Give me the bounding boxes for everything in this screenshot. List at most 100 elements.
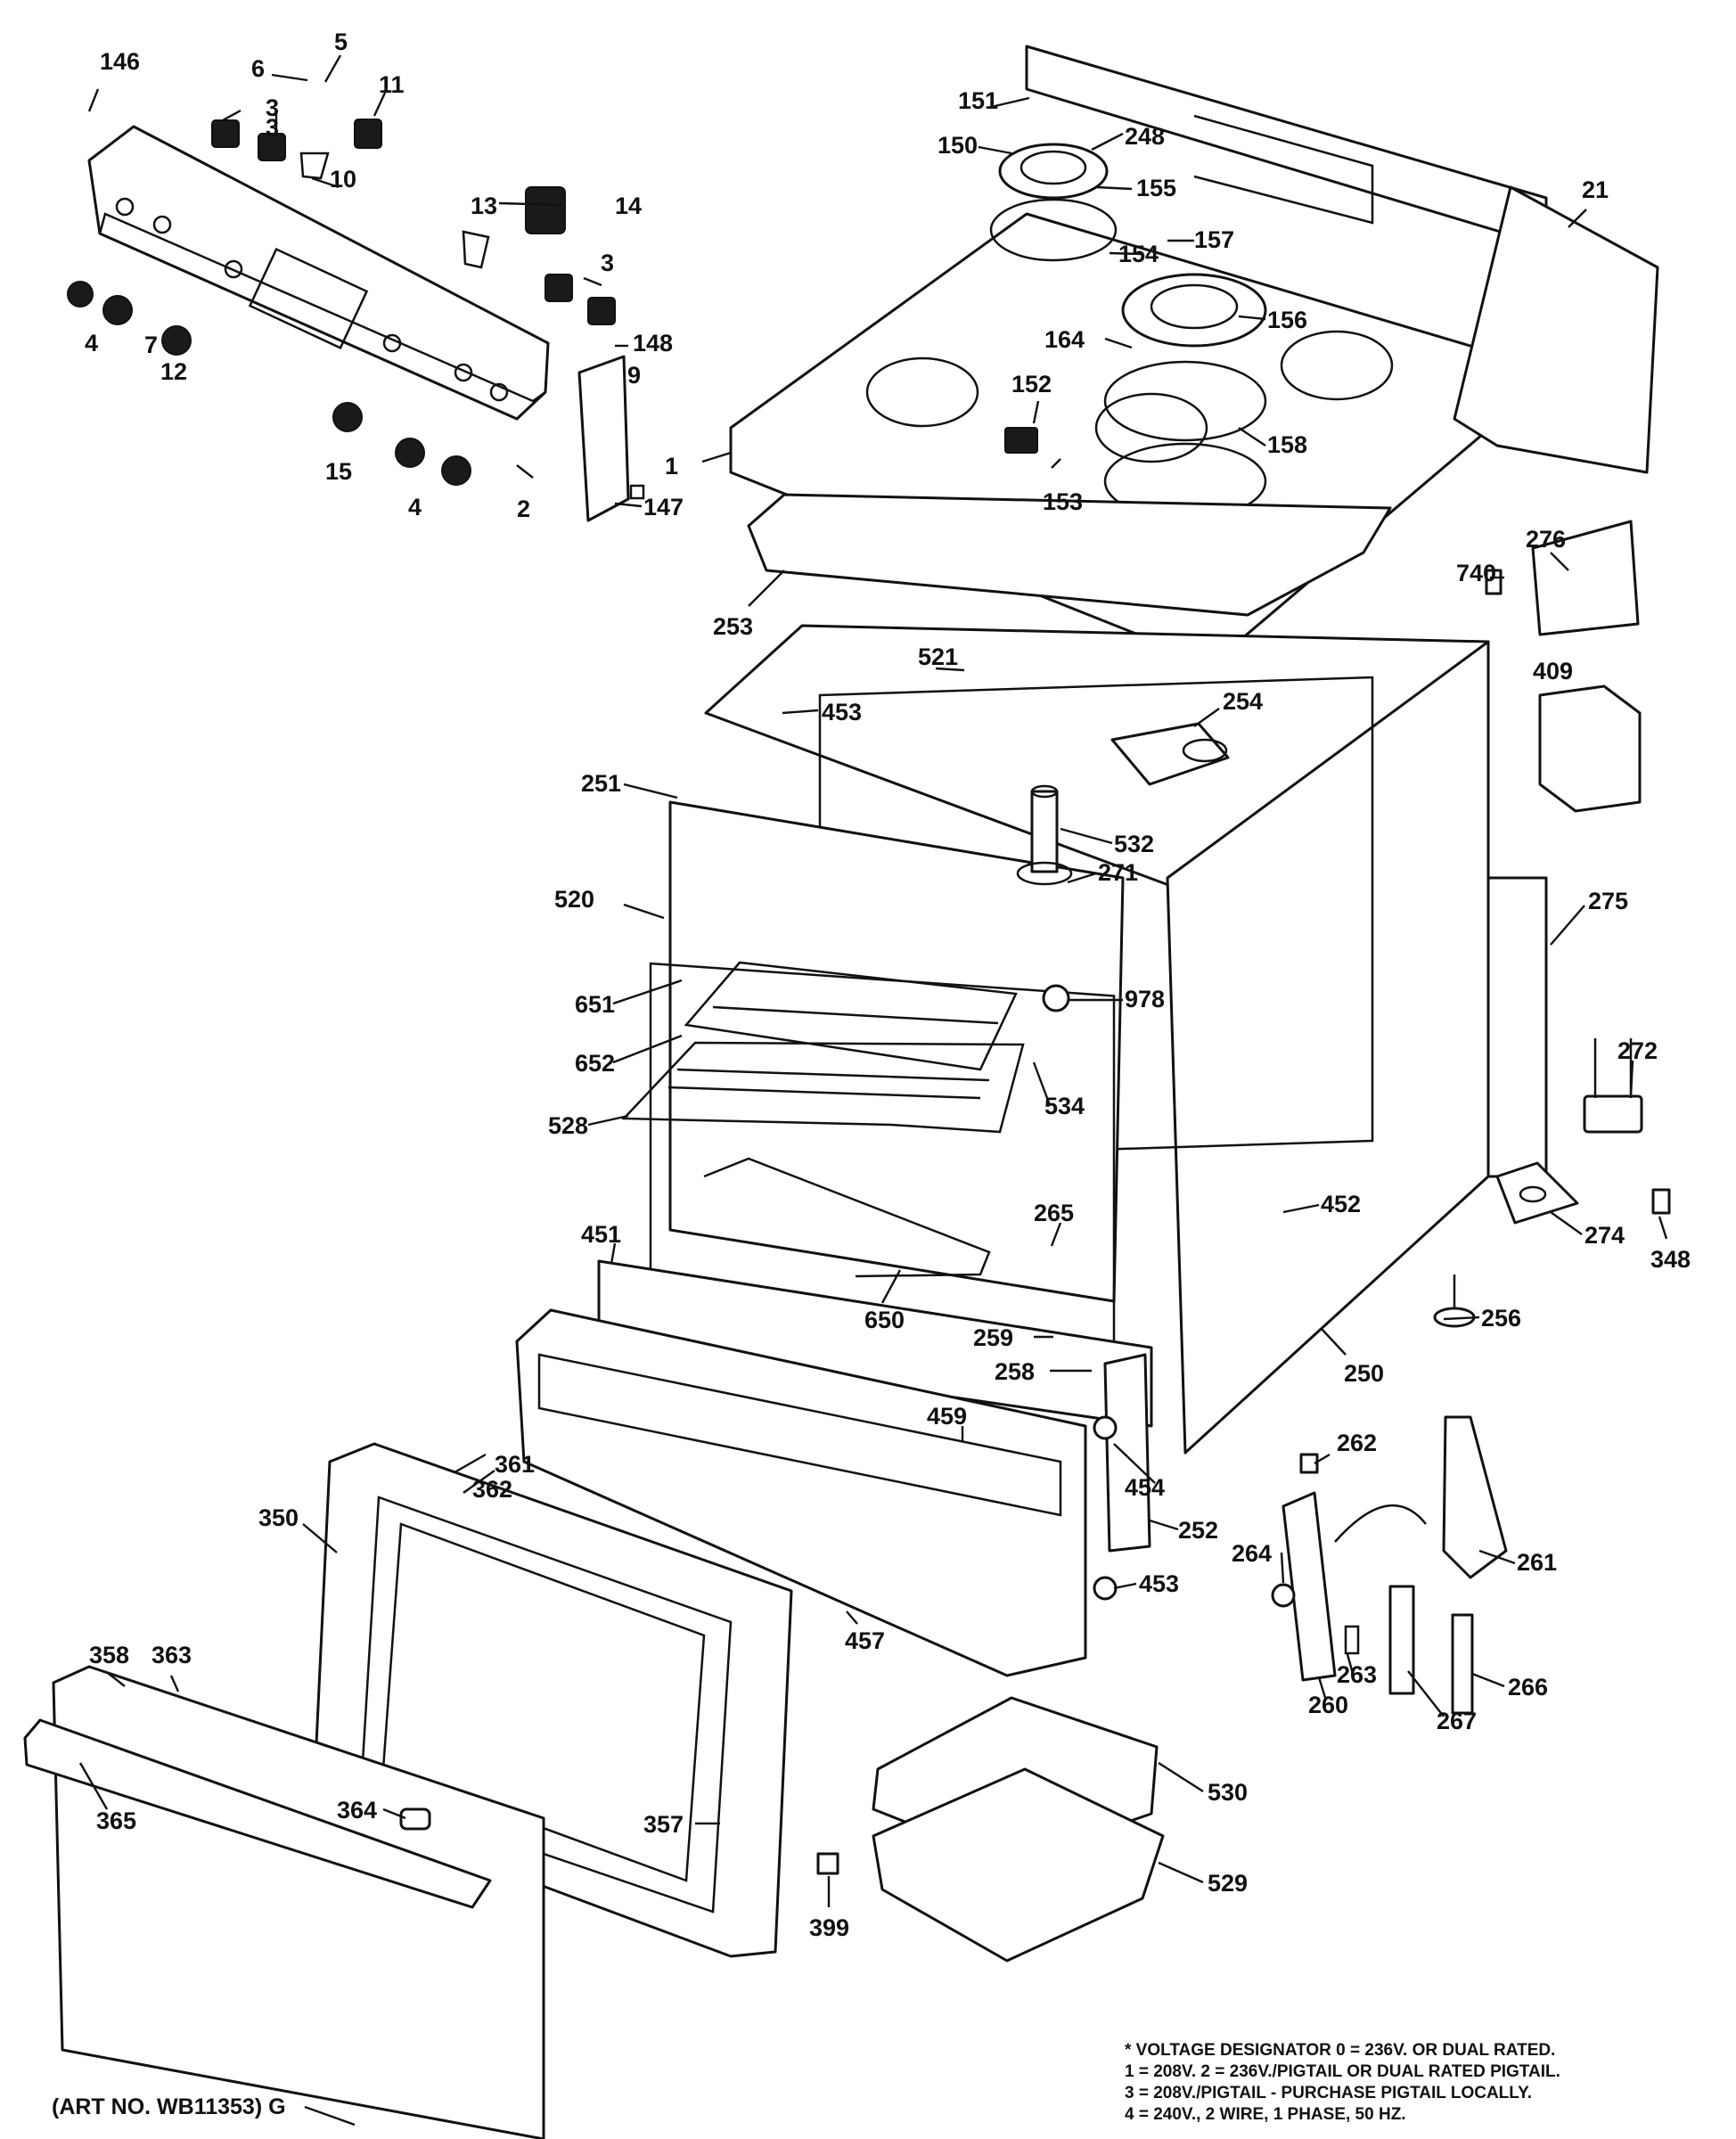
callout-253: 253 — [713, 613, 753, 640]
callout-258: 258 — [995, 1358, 1035, 1385]
callout-164: 164 — [1044, 326, 1085, 353]
callout-264: 264 — [1232, 1540, 1272, 1567]
note-line: 3 = 208V./PIGTAIL - PURCHASE PIGTAIL LOC… — [1125, 2084, 1532, 2102]
door-hinge-assembly — [1271, 1415, 1508, 1715]
callout-365: 365 — [96, 1807, 136, 1834]
note-line: 4 = 240V., 2 WIRE, 1 PHASE, 50 HZ. — [1125, 2105, 1406, 2124]
callout-10: 10 — [330, 166, 356, 193]
callout-4: 4 — [85, 330, 98, 356]
callout-452: 452 — [1321, 1191, 1361, 1217]
side-trim — [1486, 876, 1548, 1178]
callout-154: 154 — [1118, 241, 1159, 267]
terminal-block — [1110, 722, 1230, 786]
callout-357: 357 — [643, 1811, 684, 1838]
callout-1: 1 — [665, 453, 678, 479]
callout-276: 276 — [1526, 526, 1566, 553]
callout-520: 520 — [554, 886, 594, 913]
callout-3: 3 — [266, 114, 279, 141]
callout-529: 529 — [1208, 1870, 1248, 1897]
callout-263: 263 — [1337, 1661, 1377, 1688]
callout-399: 399 — [809, 1914, 849, 1941]
control-knobs — [67, 281, 471, 486]
callout-362: 362 — [472, 1476, 512, 1503]
callout-13: 13 — [471, 193, 497, 219]
callout-272: 272 — [1617, 1037, 1658, 1064]
callout-12: 12 — [160, 358, 187, 385]
callout-148: 148 — [633, 330, 673, 356]
callout-156: 156 — [1267, 307, 1307, 333]
callout-14: 14 — [615, 193, 642, 219]
callout-6: 6 — [251, 55, 265, 82]
callout-250: 250 — [1344, 1360, 1384, 1387]
callout-348: 348 — [1650, 1246, 1691, 1273]
callout-labels: 146 5 6 3 3 11 10 13 14 3 4 7 12 148 9 1… — [85, 29, 1691, 1941]
relay-box — [1538, 684, 1642, 813]
side-bracket — [577, 355, 645, 522]
callout-256: 256 — [1481, 1305, 1521, 1332]
leader-lines — [78, 54, 1668, 1907]
callout-158: 158 — [1267, 431, 1307, 458]
callout-251: 251 — [581, 770, 621, 797]
art-number-label: (ART NO. WB11353) G — [52, 2094, 286, 2119]
callout-454: 454 — [1125, 1474, 1165, 1501]
voltage-designator-note: * VOLTAGE DESIGNATOR 0 = 236V. OR DUAL R… — [1125, 2041, 1560, 2124]
callout-265: 265 — [1034, 1200, 1074, 1226]
callout-271: 271 — [1098, 859, 1138, 886]
callout-453: 453 — [822, 699, 862, 725]
callout-740: 740 — [1456, 560, 1496, 586]
clip-348 — [1651, 1188, 1671, 1215]
callout-261: 261 — [1517, 1549, 1557, 1576]
callout-15: 15 — [325, 458, 352, 485]
note-line: 1 = 208V. 2 = 236V./PIGTAIL OR DUAL RATE… — [1125, 2062, 1560, 2081]
callout-146: 146 — [100, 48, 140, 75]
callout-153: 153 — [1043, 488, 1083, 515]
callout-409: 409 — [1533, 658, 1573, 684]
callout-260: 260 — [1308, 1692, 1348, 1718]
callout-155: 155 — [1136, 175, 1176, 201]
callout-2: 2 — [517, 496, 530, 522]
callout-157: 157 — [1194, 226, 1234, 253]
callout-147: 147 — [643, 494, 684, 520]
callout-361: 361 — [495, 1451, 535, 1478]
callout-652: 652 — [575, 1050, 615, 1077]
rear-cover-panel — [1453, 185, 1659, 636]
storage-side-rail — [1093, 1353, 1151, 1601]
callout-259: 259 — [973, 1324, 1013, 1351]
callout-151: 151 — [958, 87, 998, 114]
art-number: (ART NO. WB11353) G — [52, 2094, 356, 2127]
callout-9: 9 — [627, 362, 641, 389]
infinite-switches — [211, 119, 616, 325]
callout-5: 5 — [334, 29, 348, 55]
callout-650: 650 — [864, 1307, 905, 1333]
callout-7: 7 — [144, 332, 158, 358]
callout-459: 459 — [927, 1403, 967, 1430]
callout-3: 3 — [266, 94, 279, 121]
callout-521: 521 — [918, 643, 958, 670]
callout-150: 150 — [938, 132, 978, 159]
callout-528: 528 — [548, 1112, 588, 1139]
callout-532: 532 — [1114, 831, 1154, 857]
callout-275: 275 — [1588, 888, 1628, 914]
callout-254: 254 — [1223, 688, 1263, 715]
callout-262: 262 — [1337, 1430, 1377, 1456]
drawer-panel — [515, 1308, 1087, 1677]
callout-358: 358 — [89, 1642, 129, 1668]
note-line: * VOLTAGE DESIGNATOR 0 = 236V. OR DUAL R… — [1125, 2041, 1555, 2060]
bracket-399 — [816, 1852, 839, 1875]
callout-274: 274 — [1585, 1222, 1625, 1249]
callout-266: 266 — [1508, 1674, 1548, 1701]
broiler-pan — [872, 1696, 1165, 1963]
callout-978: 978 — [1125, 986, 1165, 1012]
callout-4: 4 — [408, 494, 422, 520]
callout-3: 3 — [601, 250, 614, 276]
callout-530: 530 — [1208, 1779, 1248, 1806]
callout-21: 21 — [1582, 176, 1609, 203]
callout-451: 451 — [581, 1221, 621, 1248]
callout-534: 534 — [1044, 1093, 1085, 1119]
callout-152: 152 — [1011, 371, 1052, 397]
callout-453: 453 — [1139, 1570, 1179, 1597]
callout-651: 651 — [575, 991, 615, 1018]
callout-252: 252 — [1178, 1517, 1218, 1544]
